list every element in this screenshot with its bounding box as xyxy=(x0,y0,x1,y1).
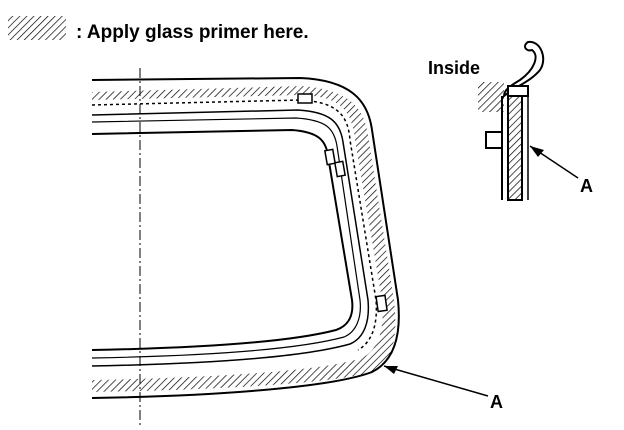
band-inner-edge xyxy=(91,109,370,367)
main-callout-arrowhead xyxy=(384,366,398,374)
windshield-corner-view: A xyxy=(91,68,503,428)
glass-section xyxy=(507,95,523,201)
cross-section-detail: Inside A xyxy=(428,40,593,201)
primer-dotted-line xyxy=(91,99,378,351)
primer-band xyxy=(92,86,396,392)
legend-text: : Apply glass primer here. xyxy=(76,22,309,43)
spacer-block-side-upper xyxy=(323,148,337,166)
main-callout-leader xyxy=(383,365,489,397)
glass-outer-edge xyxy=(91,76,400,399)
detail-callout-label: A xyxy=(580,176,593,196)
band-inner-edge-2 xyxy=(91,117,361,359)
inside-label: Inside xyxy=(428,58,480,78)
spacer-block-top xyxy=(297,93,313,104)
section-spacer-block xyxy=(485,131,503,149)
detail-callout-arrowhead xyxy=(530,146,544,157)
spacer-block-side-lower xyxy=(375,294,388,313)
main-callout-label: A xyxy=(490,392,503,412)
spacer-block-side-mid xyxy=(333,160,347,178)
body-flange-hatch xyxy=(478,82,504,112)
legend-hatch-swatch xyxy=(8,16,66,40)
molding-cap xyxy=(507,85,529,97)
glass-inner-outline xyxy=(91,128,354,351)
legend: : Apply glass primer here. xyxy=(8,16,309,43)
